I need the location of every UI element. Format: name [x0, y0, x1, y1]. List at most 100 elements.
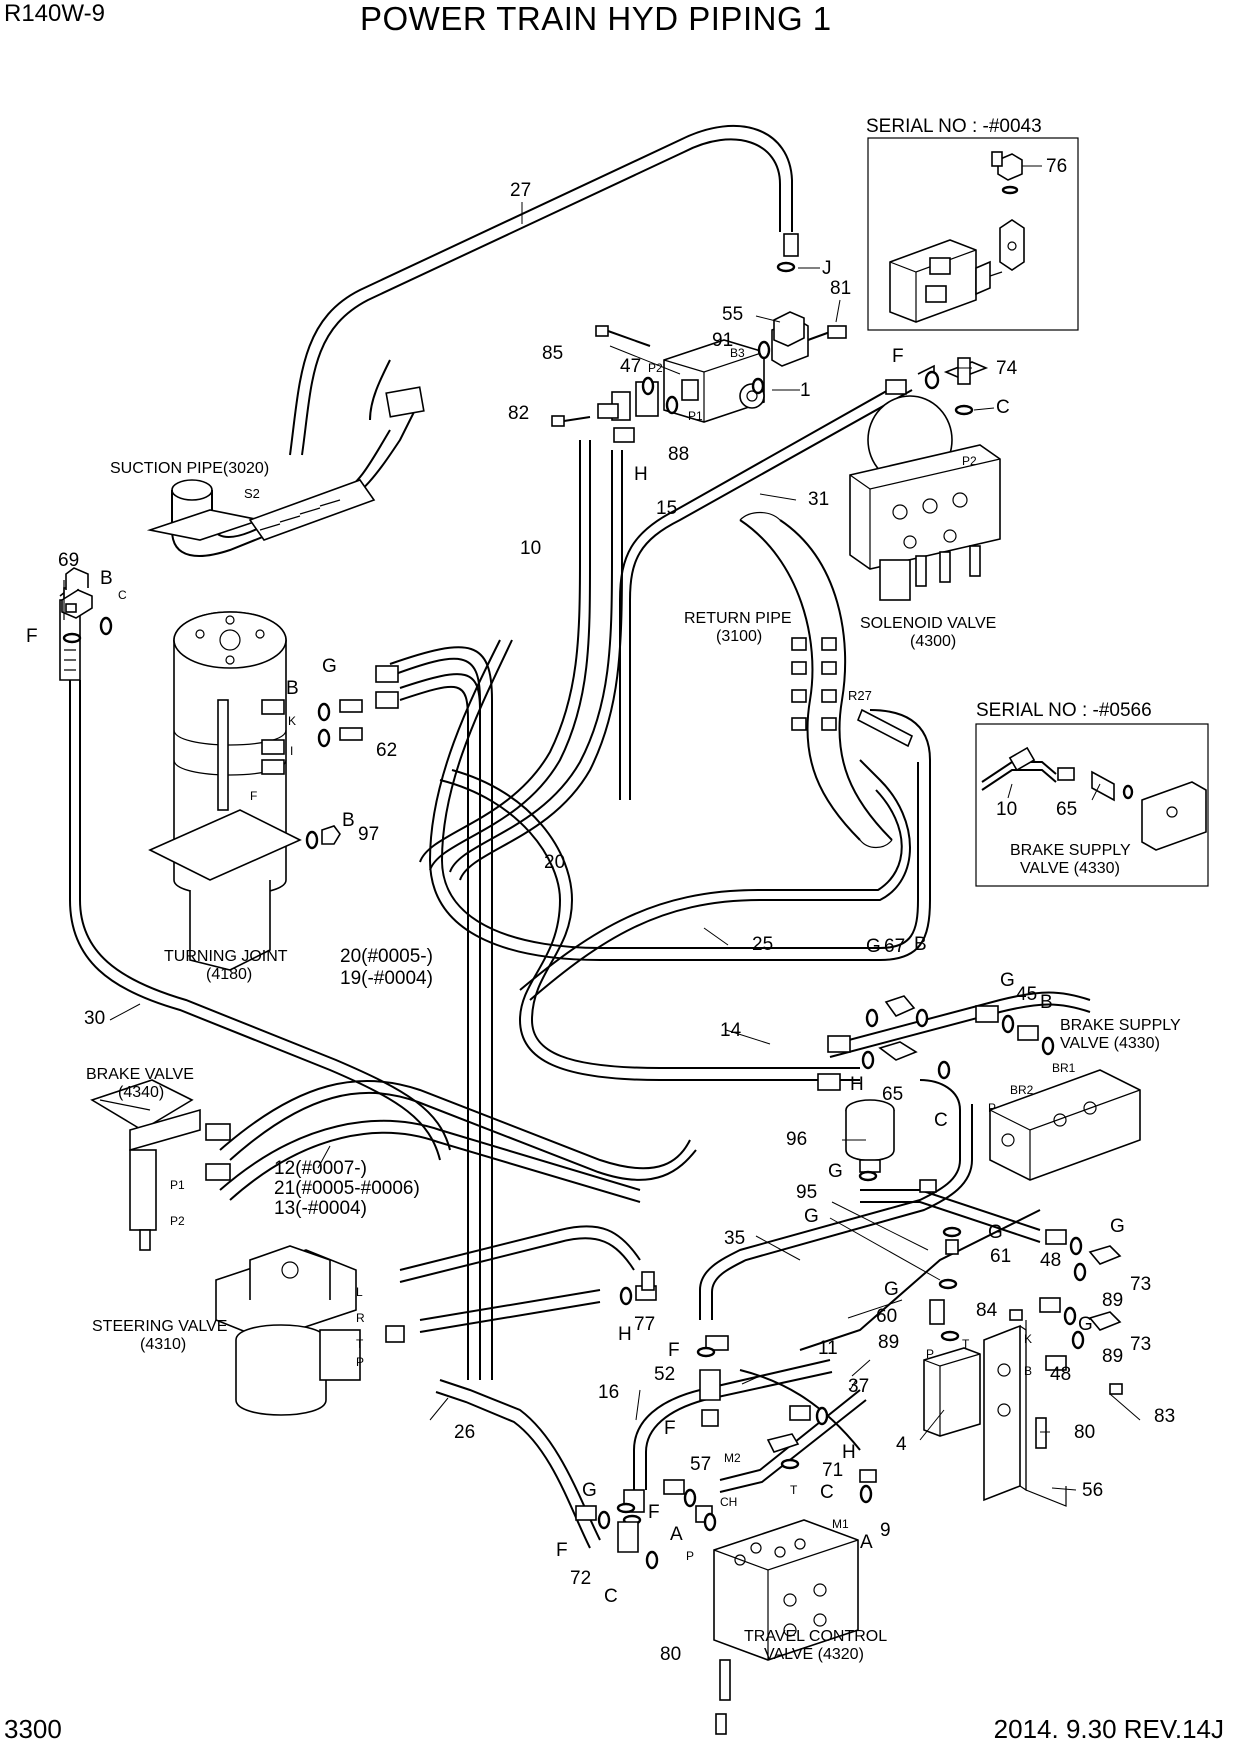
callout-label: 56 — [1082, 1480, 1103, 1501]
brake-supply-valve: BR2 BR1 P BRAKE SUPPLY VALVE (4330) — [988, 1017, 1181, 1181]
tc-port-p: P — [686, 1549, 694, 1563]
page-number: 3300 — [4, 1714, 62, 1744]
callout-label: 14 — [720, 1020, 742, 1041]
callout-label: 89 — [1102, 1346, 1123, 1367]
solenoid-valve-number: (4300) — [910, 633, 956, 650]
return-pipe: RETURN PIPE (3100) R27 — [684, 511, 914, 849]
callout-label: 57 — [690, 1454, 711, 1475]
callout-label: 16 — [598, 1382, 619, 1403]
callout-label: 65 — [882, 1084, 903, 1105]
callout-label: 95 — [796, 1182, 817, 1203]
callout-label: 91 — [712, 330, 733, 351]
pump-port-p1: P1 — [688, 409, 703, 423]
callout-label: 77 — [634, 1314, 655, 1335]
callout-label: 31 — [808, 489, 829, 510]
callout-label: 89 — [1102, 1290, 1123, 1311]
callout-label: 82 — [508, 403, 529, 424]
return-pipe-number: (3100) — [716, 628, 762, 645]
fittings-and-orings — [62, 233, 1123, 1735]
callout-label: 27 — [510, 180, 531, 201]
m4-port-p: P — [926, 1347, 934, 1361]
callout-label: 30 — [84, 1008, 105, 1029]
pump-port-p2: P2 — [648, 361, 663, 375]
callout-label: 20 — [544, 852, 565, 873]
callout-label: 83 — [1154, 1406, 1175, 1427]
inset-serial-label: SERIAL NO : -#0043 — [866, 116, 1042, 137]
callout-label: 73 — [1130, 1334, 1151, 1355]
inset-serial-label-2: SERIAL NO : -#0566 — [976, 700, 1152, 721]
brake-supply-label: BRAKE SUPPLY — [1060, 1017, 1181, 1034]
callout-10-inset: 10 — [996, 799, 1017, 820]
callout-label: 48 — [1040, 1250, 1061, 1271]
tc-port-m1: M1 — [832, 1517, 849, 1531]
callout-label: 84 — [976, 1300, 998, 1321]
turning-joint-number: (4180) — [206, 966, 252, 983]
callout-label: H — [850, 1074, 864, 1095]
brake-valve-label: BRAKE VALVE — [86, 1066, 194, 1083]
callout-label: 88 — [668, 444, 689, 465]
filter-96 — [845, 1099, 895, 1173]
travel-control-valve: M2 CH M1 P T TRAVEL CONTROL VALVE (4320) — [686, 1451, 887, 1701]
return-pipe-label: RETURN PIPE — [684, 610, 792, 627]
suction-pipe-label: SUCTION PIPE(3020) — [110, 460, 269, 477]
brake-supply-number: VALVE (4330) — [1060, 1035, 1160, 1052]
callout-label: 61 — [990, 1246, 1011, 1267]
callout-label: F — [556, 1540, 568, 1561]
revision-date: 2014. 9.30 REV.14J — [993, 1714, 1224, 1744]
bk-port-k: K — [1024, 1332, 1032, 1346]
callout-label: 81 — [830, 278, 851, 299]
callout-label: 9 — [880, 1520, 891, 1541]
solenoid-valve-label: SOLENOID VALVE — [860, 615, 996, 632]
callout-label: 71 — [822, 1460, 843, 1481]
callout-label: G — [988, 1222, 1003, 1243]
callout-label: 73 — [1130, 1274, 1151, 1295]
brake-valve: BRAKE VALVE (4340) P1 P2 — [86, 1066, 201, 1251]
callout-label: 85 — [542, 343, 563, 364]
callout-label: J — [822, 258, 832, 279]
manifold-4: P T — [923, 1337, 981, 1437]
callout-label: 12(#0007-) — [274, 1158, 367, 1179]
model-number: R140W-9 — [4, 0, 105, 27]
m4-port-t: T — [962, 1337, 970, 1351]
page-title: POWER TRAIN HYD PIPING 1 — [360, 0, 832, 37]
return-port-label: R27 — [848, 688, 872, 703]
callout-label: H — [634, 464, 648, 485]
callout-label: 15 — [656, 498, 677, 519]
bs-port-p: P — [988, 1101, 996, 1115]
callout-label: 1 — [800, 380, 811, 401]
callout-label: 97 — [358, 824, 379, 845]
callout-label: 35 — [724, 1228, 745, 1249]
callout-label: 62 — [376, 740, 397, 761]
callout-labels: 27 J 81 55 91 85 47 1 82 88 H F 74 C 15 … — [26, 180, 1175, 1665]
tj-port-f: F — [250, 789, 257, 803]
suction-pipe: SUCTION PIPE(3020) S2 — [110, 359, 425, 557]
callout-label: 52 — [654, 1364, 675, 1385]
callout-label: A — [670, 1524, 683, 1545]
callout-label: G — [582, 1480, 597, 1501]
callout-label: 13(-#0004) — [274, 1198, 367, 1219]
callout-label: C — [820, 1482, 834, 1503]
callout-label: 37 — [848, 1376, 869, 1397]
inset-serial-0043: SERIAL NO : -#0043 76 — [866, 116, 1079, 331]
callout-label: 69 — [58, 550, 79, 571]
tj-port-i: I — [290, 744, 293, 758]
callout-label: 67 — [884, 936, 905, 957]
travel-control-label: TRAVEL CONTROL — [744, 1628, 887, 1645]
callout-label: 48 — [1050, 1364, 1071, 1385]
sv-port-r: R — [356, 1311, 365, 1325]
callout-label: H — [842, 1442, 856, 1463]
leader-lines — [109, 202, 1141, 1491]
travel-control-number: VALVE (4320) — [764, 1646, 864, 1663]
callout-label: C — [934, 1110, 948, 1131]
tc-port-t: T — [790, 1483, 798, 1497]
callout-label: 74 — [996, 358, 1018, 379]
turning-joint: C K I F TURNING JOINT (4180) — [118, 588, 302, 983]
callout-label: F — [668, 1340, 680, 1361]
callout-label: F — [26, 626, 38, 647]
callout-label: G — [828, 1161, 843, 1182]
steering-valve-label: STEERING VALVE — [92, 1318, 227, 1335]
callout-label: G — [1110, 1216, 1125, 1237]
sv-port-t: T — [356, 1337, 364, 1351]
callout-label: B — [100, 568, 113, 589]
callout-label: C — [996, 397, 1010, 418]
